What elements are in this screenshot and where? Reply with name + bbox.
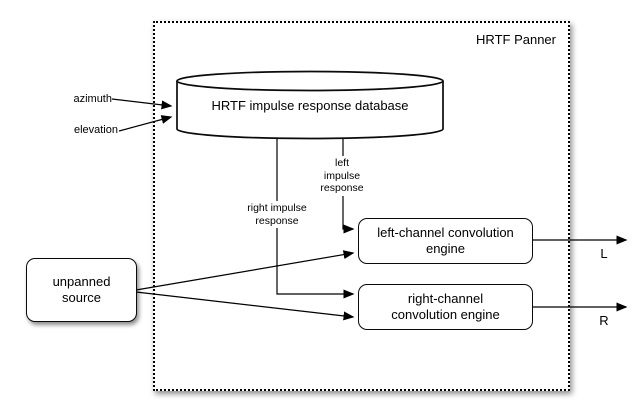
unpanned-source-node: unpanned source <box>26 258 137 322</box>
panner-boundary-box <box>153 21 570 391</box>
source-to-right-engine-wire <box>135 291 355 321</box>
azimuth-arrow <box>111 98 173 110</box>
database-cylinder-icon <box>176 70 444 140</box>
elevation-label: elevation <box>73 124 118 136</box>
panner-title: HRTF Panner <box>476 32 556 47</box>
right-impulse-wire <box>276 130 355 299</box>
left-convolution-engine-node: left-channel convolution engine <box>358 218 533 264</box>
database-label: HRTF impulse response database <box>211 98 409 113</box>
left-impulse-label: left impulse response <box>312 156 372 196</box>
azimuth-label: azimuth <box>73 93 112 105</box>
right-output-label: R <box>599 313 609 328</box>
left-output-label: L <box>600 246 608 261</box>
right-impulse-label: right impulse response <box>238 201 316 228</box>
right-convolution-engine-node: right-channel convolution engine <box>358 284 533 330</box>
source-to-left-engine-wire <box>135 250 355 291</box>
elevation-arrow <box>118 115 173 132</box>
